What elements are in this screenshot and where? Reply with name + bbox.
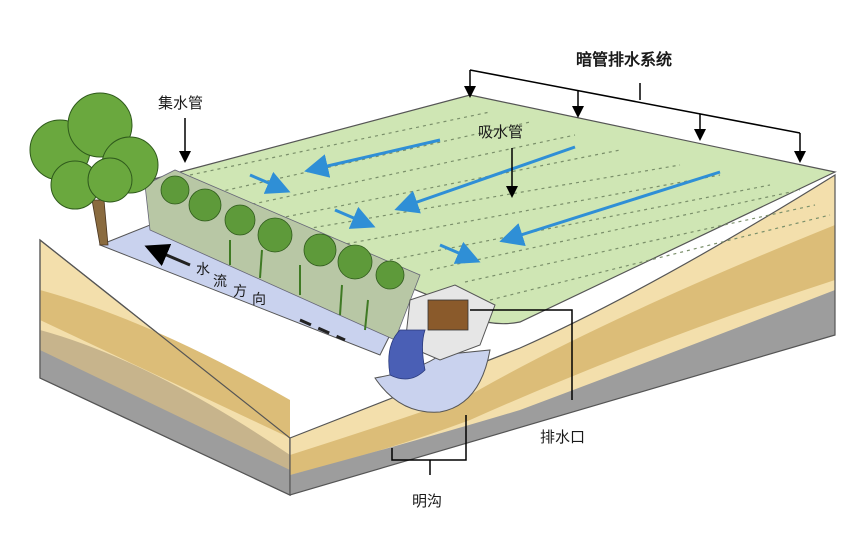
- flow-char-1: 水: [196, 262, 210, 278]
- suction-pipe-label: 吸水管: [478, 123, 524, 141]
- flow-char-4: 向: [252, 292, 266, 308]
- outlet-label: 排水口: [540, 428, 586, 446]
- soil-block-right: [289, 173, 836, 496]
- field-flow-arrows: [249, 138, 721, 264]
- flow-char-2: 流: [213, 274, 227, 290]
- outlet-structure: [388, 284, 496, 380]
- vegetation-bank: [144, 169, 421, 341]
- drainage-system-bracket: [464, 69, 806, 163]
- tree: [29, 92, 159, 246]
- collector-pipe-label: 集水管: [158, 94, 204, 112]
- drainage-system-label: 暗管排水系统: [576, 50, 673, 69]
- flow-line: [144, 243, 346, 342]
- ditch-bracket: [391, 415, 467, 475]
- outlet-pointer: [470, 309, 573, 400]
- open-ditch-label: 明沟: [412, 492, 443, 510]
- flow-char-3: 方: [233, 284, 247, 300]
- soil-block-front: [39, 238, 291, 496]
